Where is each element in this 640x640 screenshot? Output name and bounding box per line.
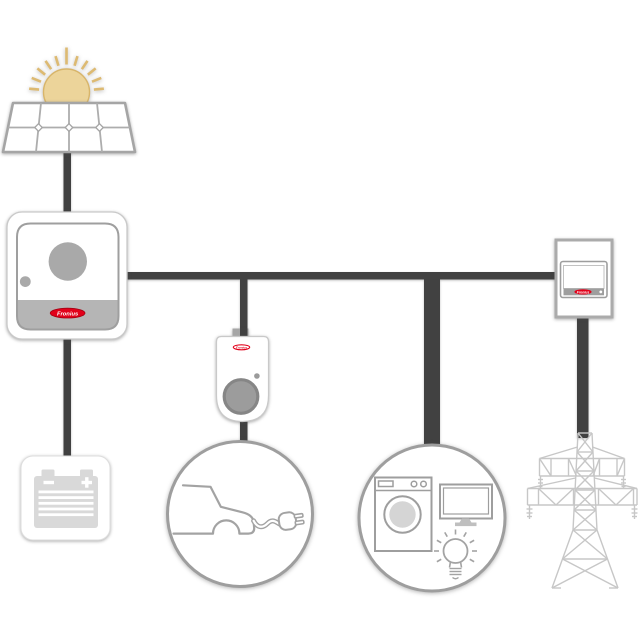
inverter-front-panel-border	[16, 222, 120, 331]
tower-member	[577, 432, 594, 453]
bulb-ray	[469, 558, 475, 563]
tower-member	[616, 458, 626, 477]
inverter-logo-text: Fronius	[57, 311, 79, 317]
tower-member	[592, 446, 625, 460]
line-bus-to-loads	[424, 276, 440, 447]
inverter-button	[19, 276, 31, 287]
meter-fronius-logo: Fronius	[574, 289, 592, 295]
bulb-rays	[434, 529, 477, 563]
tower-member	[615, 487, 634, 506]
tower-member	[594, 477, 638, 490]
bulb-ray	[444, 531, 448, 538]
sun-ray	[93, 87, 104, 91]
sun-ray	[54, 55, 60, 67]
inverter-fronius-logo: Fronius	[49, 307, 86, 319]
sun-ray	[80, 60, 89, 70]
tower-member	[567, 458, 578, 477]
tower-member	[576, 432, 593, 453]
sun-ray	[36, 67, 46, 76]
wallbox-logo-text: Fronius	[236, 346, 247, 350]
tower-member	[562, 529, 598, 560]
car-circle-background	[166, 440, 314, 588]
sun-ray	[44, 60, 53, 70]
plug	[277, 511, 305, 531]
tower-member	[572, 509, 597, 531]
light-bulb-icon	[434, 529, 477, 580]
meter-screen	[563, 265, 605, 289]
panel-cell-diamonds	[33, 122, 105, 133]
line-inverter-to-battery	[63, 336, 71, 460]
tower-member	[538, 458, 552, 477]
tower-member	[527, 477, 576, 490]
battery-symbol-details	[38, 477, 94, 517]
wallbox-cable-overlay	[240, 328, 248, 338]
smart-meter-icon: Fronius	[554, 238, 614, 319]
sun-rays	[29, 47, 104, 91]
tower-member	[598, 487, 617, 506]
tower-member	[538, 487, 557, 506]
car-outline	[172, 484, 256, 535]
bulb-ray	[436, 539, 442, 544]
appliances-icon	[357, 443, 507, 593]
line-panel-to-inverter	[63, 148, 71, 216]
sun-ray	[73, 55, 79, 67]
wallbox-socket	[222, 378, 260, 415]
power-tower-icon	[526, 432, 638, 589]
washing-machine-icon	[374, 476, 433, 552]
sun-ray	[29, 87, 40, 91]
tower-member	[551, 558, 608, 589]
wallbox-led	[254, 373, 260, 379]
sun-ray	[31, 76, 42, 83]
bulb-ray	[463, 531, 467, 538]
inverter-icon: Fronius	[6, 211, 128, 340]
sun-ray	[91, 76, 102, 83]
tower-member	[575, 451, 594, 472]
tower-member	[539, 446, 578, 460]
monitor-icon	[439, 483, 493, 527]
tower-member	[572, 529, 608, 560]
tower-member	[576, 451, 595, 472]
wallbox-fronius-logo: Fronius	[232, 344, 251, 351]
connection-lines	[63, 148, 589, 460]
sun-ray	[87, 67, 97, 76]
inverter-fan	[48, 242, 87, 281]
tower-member	[574, 489, 597, 511]
tower-member	[555, 487, 574, 506]
line-bus-horizontal	[125, 272, 559, 280]
tower-member	[592, 458, 601, 477]
bulb-ray	[436, 558, 442, 563]
ev-charger-icon: Fronius	[215, 328, 270, 423]
bulb-ray	[469, 539, 475, 544]
tower-member	[562, 558, 619, 589]
meter-logo-text: Fronius	[577, 290, 590, 294]
meter-led	[599, 290, 603, 294]
solar-panel-icon	[1, 101, 137, 154]
battery-icon	[20, 455, 111, 541]
car-plug-icon	[166, 440, 314, 588]
charging-cable	[251, 518, 283, 530]
tower-member	[574, 470, 595, 491]
line-meter-to-grid	[577, 310, 589, 438]
tower-member	[573, 489, 596, 511]
